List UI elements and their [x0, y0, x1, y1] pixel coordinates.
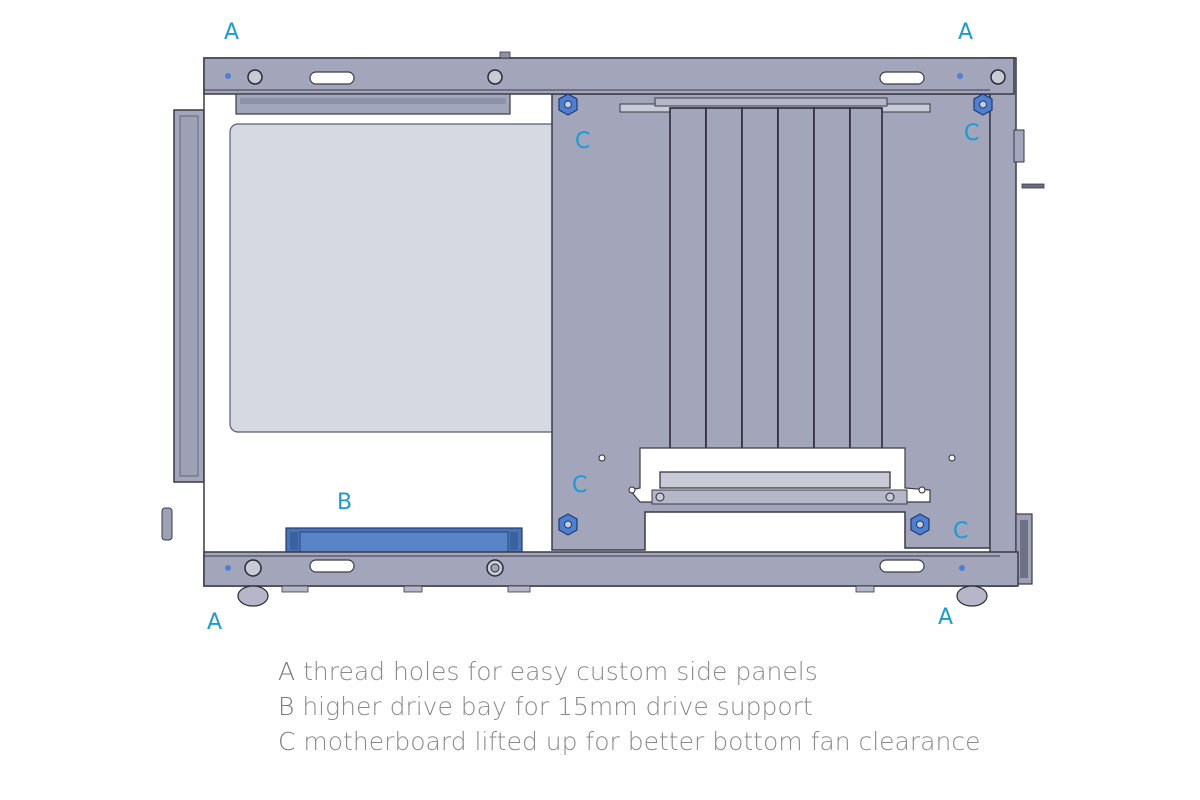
standoff-bottom-right — [910, 513, 930, 536]
case-feet — [237, 585, 988, 607]
standoffs — [558, 93, 993, 536]
callout-c-bottom-left: C — [572, 473, 587, 498]
callout-c-top-right: C — [964, 121, 979, 146]
callout-a-top-right: A — [958, 20, 973, 45]
callout-b: B — [337, 490, 352, 515]
legend-text: motherboard lifted up for better bottom … — [303, 727, 981, 756]
legend-item-a: A thread holes for easy custom side pane… — [278, 654, 1178, 689]
top-rail — [203, 51, 1015, 115]
drive-bay — [285, 527, 523, 553]
legend-text: thread holes for easy custom side panels — [303, 657, 818, 686]
thread-hole-top-right — [957, 73, 963, 79]
legend-letter: A — [278, 657, 296, 686]
callout-c-bottom-right: C — [953, 519, 968, 544]
legend-item-b: B higher drive bay for 15mm drive suppor… — [278, 689, 1178, 724]
callout-a-top-left: A — [224, 20, 239, 45]
thread-hole-bottom-left — [225, 565, 231, 571]
thread-hole-top-left — [225, 73, 231, 79]
thread-hole-bottom-right — [959, 565, 965, 571]
standoff-top-left — [558, 93, 578, 116]
standoff-bottom-left — [558, 513, 578, 536]
pcie-riser — [598, 97, 956, 505]
legend: A thread holes for easy custom side pane… — [278, 654, 1178, 759]
standoff-top-right — [973, 93, 993, 116]
bottom-rail — [203, 551, 1019, 587]
legend-letter: C — [278, 727, 296, 756]
legend-letter: B — [278, 692, 295, 721]
callout-a-bottom-left: A — [207, 610, 222, 635]
rear-wall — [989, 57, 1045, 587]
drive-cage-window — [229, 123, 561, 433]
legend-item-c: C motherboard lifted up for better botto… — [278, 724, 1178, 759]
callout-c-top-left: C — [575, 129, 590, 154]
legend-text: higher drive bay for 15mm drive support — [302, 692, 813, 721]
callout-a-bottom-right: A — [938, 605, 953, 630]
